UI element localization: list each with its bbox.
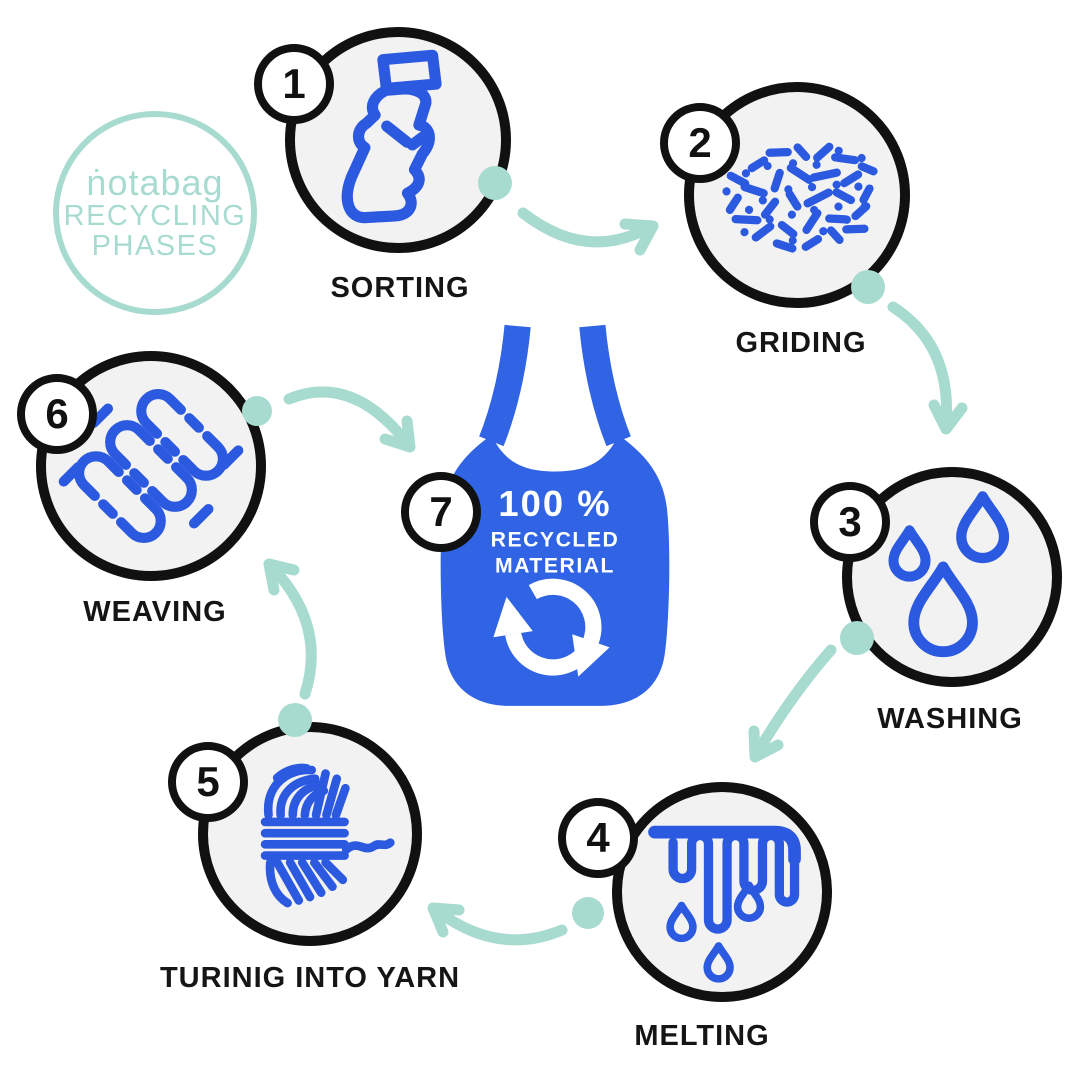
bag-right-strap (579, 324, 631, 447)
step-7-number: 7 (429, 488, 453, 535)
bag-body (440, 435, 670, 706)
step-2-number: 2 (688, 119, 712, 166)
bag-headline: 100 % (498, 483, 611, 524)
yarn-ball-icon (260, 763, 395, 908)
arrow-5-to-6 (266, 561, 317, 700)
brand-logo-circle: ṅotabag RECYCLING PHASES (53, 111, 257, 315)
connector-dot-5 (278, 703, 312, 737)
bag-line2: RECYCLED (491, 528, 620, 551)
step-5-badge: 5 (168, 742, 248, 822)
step-2-badge: 2 (660, 103, 740, 183)
brand-tagline-line2: PHASES (91, 230, 219, 262)
connector-dot-4 (572, 897, 604, 929)
step-7-badge: 7 (401, 472, 481, 552)
step-1-number: 1 (282, 60, 306, 107)
step-4-number: 4 (586, 814, 610, 861)
connector-dot-6 (242, 396, 272, 426)
step-2-label: GRIDING (735, 327, 867, 359)
step-3-label: WASHING (877, 703, 1023, 735)
step-5-number: 5 (196, 758, 220, 805)
arrow-1-to-2 (517, 207, 654, 248)
connector-dot-2 (851, 270, 885, 304)
step-3-circle (842, 467, 1062, 687)
brand-tagline-line1: RECYCLING (63, 199, 247, 232)
step-6-badge: 6 (17, 374, 97, 454)
plastic-flakes-icon (722, 142, 878, 253)
step-6-label: WEAVING (83, 596, 227, 628)
step-4-circle (612, 782, 832, 1002)
arrow-3-to-4 (751, 644, 837, 759)
bag-line3: MATERIAL (495, 555, 615, 578)
arrow-6-to-7 (283, 386, 413, 449)
connector-dot-1 (478, 166, 512, 200)
step-1-badge: 1 (254, 44, 334, 124)
arrow-4-to-5 (430, 904, 568, 946)
brand-name: ṅotabag (86, 161, 224, 203)
step-6-circle (36, 351, 266, 581)
bag-left-strap (479, 324, 531, 447)
step-4-label: MELTING (634, 1020, 770, 1052)
step-3-number: 3 (838, 498, 862, 545)
step-5-label: TURINIG INTO YARN (159, 962, 461, 994)
water-drops-icon (888, 491, 1010, 658)
crushed-plastic-bottle-icon (341, 49, 442, 224)
melting-plastic-icon (648, 825, 801, 983)
step-1-circle (285, 27, 511, 253)
step-3-badge: 3 (810, 482, 890, 562)
step-1-label: SORTING (330, 272, 470, 304)
recycle-arrows-icon (493, 578, 610, 677)
step-6-number: 6 (45, 390, 69, 437)
step-4-badge: 4 (558, 798, 638, 878)
woven-fabric-icon (58, 389, 244, 543)
arrow-2-to-3 (887, 301, 953, 430)
tote-bag: 100 % RECYCLED MATERIAL (440, 324, 670, 706)
connector-dot-3 (840, 621, 874, 655)
